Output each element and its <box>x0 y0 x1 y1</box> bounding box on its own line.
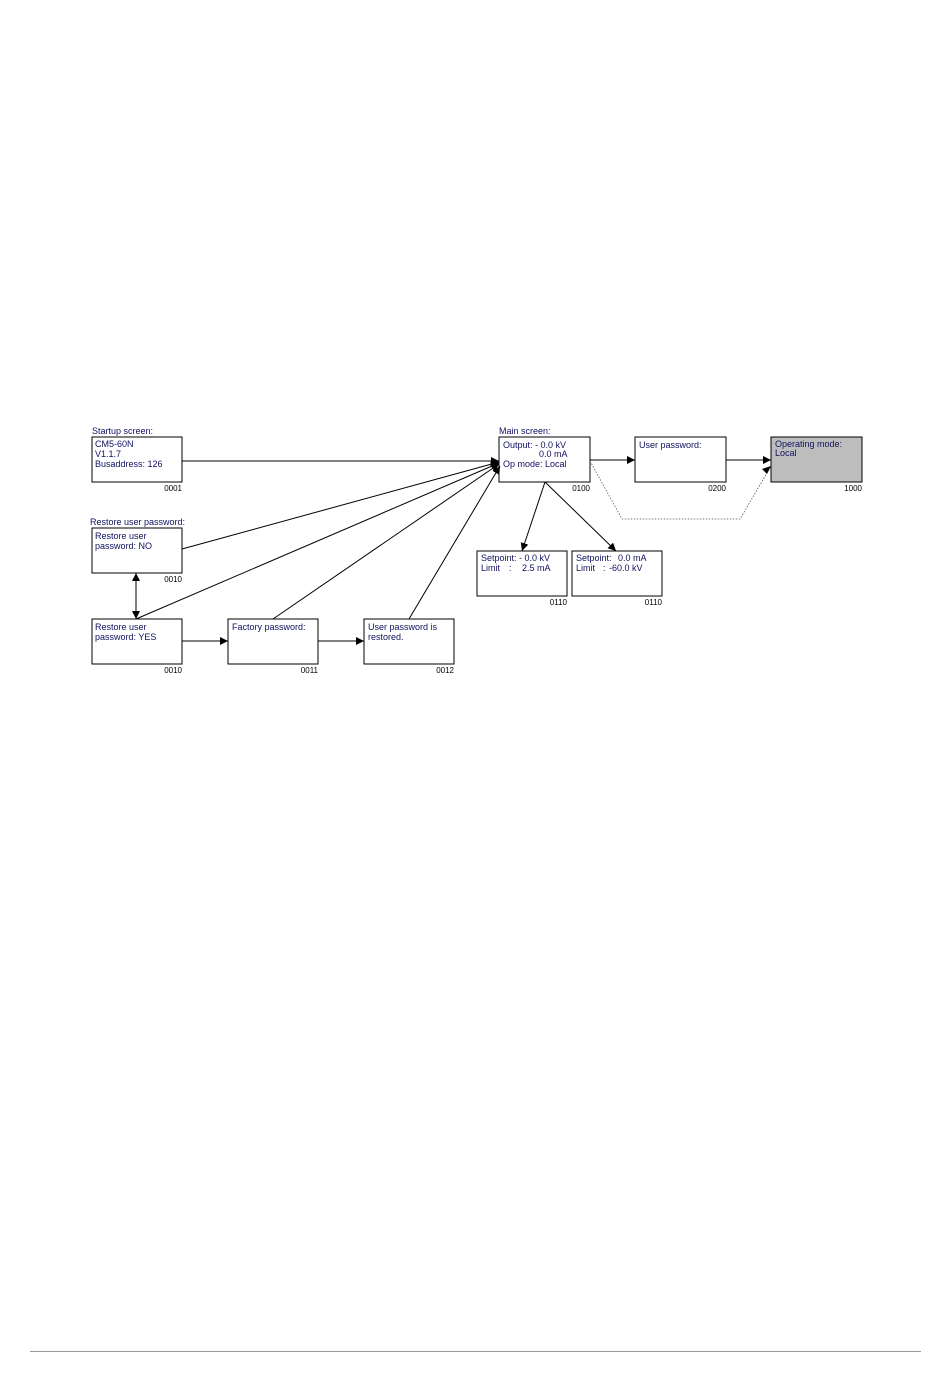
restore-no-box: Restore user password: NO 0010 <box>91 527 183 584</box>
arrow-restored-to-main <box>408 465 501 620</box>
screen-code: 1000 <box>844 484 862 493</box>
factory-password-box: Factory password: 0011 <box>227 618 319 675</box>
restore-password-label: Restore user password: <box>90 517 185 527</box>
setpoint-kv-limit-label: Limit <box>481 563 501 573</box>
startup-line-2: V1.1.7 <box>95 449 121 459</box>
factory-line-1: Factory password: <box>232 622 306 632</box>
dotted-arrow-head <box>762 466 771 474</box>
screen-code: 0001 <box>164 484 182 493</box>
op-mode-line-2: Local <box>775 448 797 458</box>
restore-yes-line-1: Restore user <box>95 622 147 632</box>
arrow-restore-yes-to-main <box>135 462 500 620</box>
restore-yes-box: Restore user password: YES 0010 <box>91 618 183 675</box>
setpoint-ma-limit-colon: : <box>603 563 606 573</box>
screen-code: 0012 <box>436 666 454 675</box>
setpoint-ma-limit-label: Limit <box>576 563 596 573</box>
screen-code: 0010 <box>164 575 182 584</box>
screen-code: 0011 <box>301 666 319 675</box>
startup-line-1: CM5-60N <box>95 439 134 449</box>
screen-code: 0200 <box>708 484 726 493</box>
setpoint-ma-box: Setpoint: 0.0 mA Limit : -60.0 kV 0110 <box>571 550 663 607</box>
main-screen-box: Output: - 0.0 kV 0.0 mA Op mode: Local 0… <box>498 436 591 493</box>
setpoint-kv-box: Setpoint: - 0.0 kV Limit : 2.5 mA 0110 <box>476 550 568 607</box>
startup-screen-box: CM5-60N V1.1.7 Busaddress: 126 0001 <box>91 436 183 493</box>
restore-no-line-1: Restore user <box>95 531 147 541</box>
main-line-1: Output: - 0.0 kV <box>503 440 566 450</box>
restored-line-2: restored. <box>368 632 404 642</box>
dotted-path-main-to-op-mode <box>589 460 772 520</box>
restored-line-1: User password is <box>368 622 438 632</box>
password-restored-box: User password is restored. 0012 <box>363 618 455 675</box>
setpoint-kv-line-1: Setpoint: - 0.0 kV <box>481 553 550 563</box>
arrow-main-to-setpoint-kv <box>520 481 546 552</box>
screen-code: 0010 <box>164 666 182 675</box>
restore-yes-line-2: password: YES <box>95 632 156 642</box>
screen-code: 0110 <box>645 598 663 607</box>
arrow-main-to-setpoint-ma <box>544 481 617 552</box>
user-password-box: User password: 0200 <box>634 436 727 493</box>
footer-rule <box>30 1351 921 1352</box>
op-mode-line-1: Operating mode: <box>775 439 842 449</box>
user-pw-line-1: User password: <box>639 440 702 450</box>
setpoint-ma-limit-value: -60.0 kV <box>609 563 643 573</box>
restore-no-line-2: password: NO <box>95 541 152 551</box>
setpoint-kv-limit-colon: : <box>509 563 512 573</box>
arrow-restore-no-to-main <box>181 460 500 550</box>
operating-mode-box: Operating mode: Local 1000 <box>770 436 863 493</box>
main-line-3: Op mode: Local <box>503 459 567 469</box>
startup-line-3: Busaddress: 126 <box>95 459 163 469</box>
setpoint-ma-value: 0.0 mA <box>618 553 647 563</box>
main-screen-label: Main screen: <box>499 426 551 436</box>
setpoint-ma-line-1: Setpoint: <box>576 553 612 563</box>
startup-screen-label: Startup screen: <box>92 426 153 436</box>
arrow-factory-to-main <box>272 463 500 620</box>
setpoint-kv-limit-value: 2.5 mA <box>522 563 551 573</box>
main-line-2: 0.0 mA <box>539 449 568 459</box>
screen-code: 0110 <box>550 598 568 607</box>
screen-code: 0100 <box>572 484 590 493</box>
